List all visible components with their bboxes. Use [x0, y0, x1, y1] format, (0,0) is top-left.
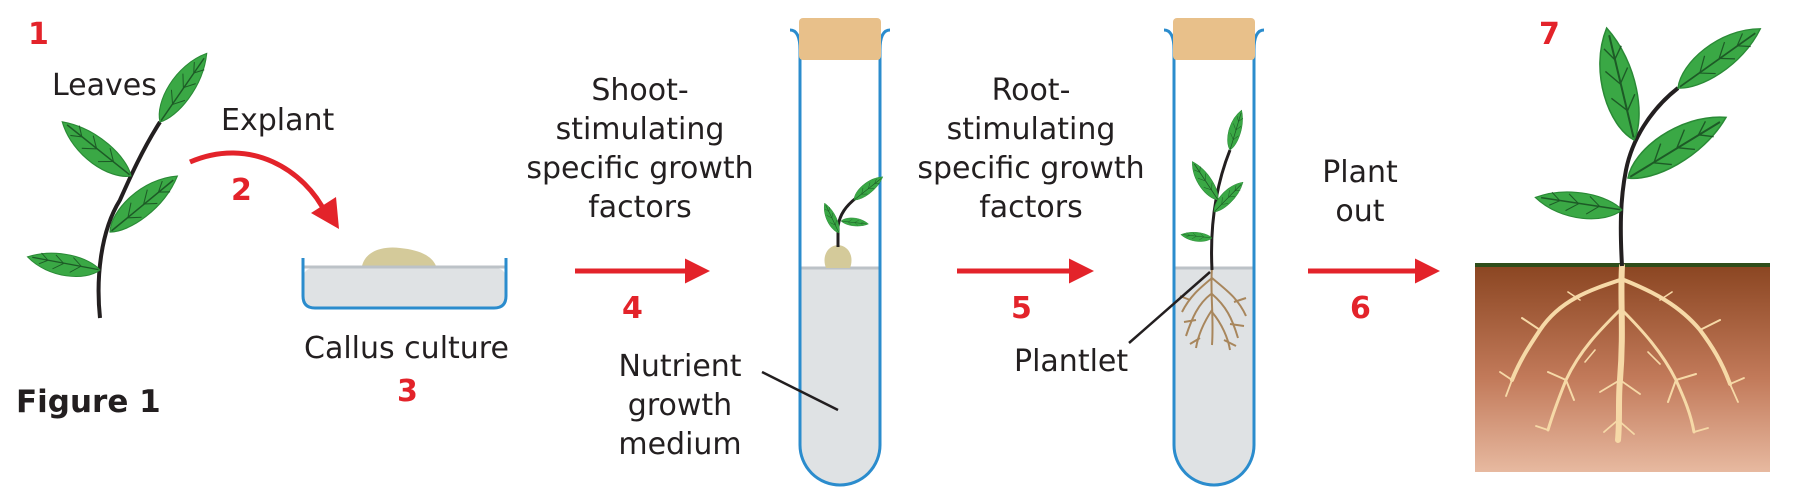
- plantlet-pointer-line: [1128, 271, 1211, 344]
- nutrient-medium-label: Nutrient growth medium: [590, 347, 770, 464]
- plant-out-line-2: out: [1335, 194, 1385, 229]
- step-number-4: 4: [622, 291, 643, 326]
- plantlet-roots: [1179, 267, 1247, 351]
- nutrient-pointer-line: [761, 370, 839, 412]
- plant-out-line-1: Plant: [1322, 155, 1398, 190]
- shoot-factors-line-4: factors: [588, 190, 692, 225]
- step-number-5: 5: [1011, 291, 1032, 326]
- shoot-factors-label: Shoot- stimulating specific growth facto…: [515, 71, 765, 227]
- shoot-factors-line-3: specific growth: [526, 151, 754, 186]
- shoot-factors-line-1: Shoot-: [591, 73, 689, 108]
- root-factors-line-4: factors: [979, 190, 1083, 225]
- root-factors-line-1: Root-: [991, 73, 1071, 108]
- plant-out-label: Plant out: [1310, 153, 1410, 231]
- nutrient-medium-line-1: Nutrient: [618, 349, 742, 384]
- nutrient-medium-line-3: medium: [618, 427, 742, 462]
- plantlet-label: Plantlet: [1014, 344, 1129, 379]
- explant-arrow: [189, 150, 339, 229]
- leaves-label: Leaves: [52, 68, 157, 103]
- root-factors-line-3: specific growth: [917, 151, 1145, 186]
- callus-culture-label: Callus culture: [304, 331, 509, 366]
- shoot-factors-line-2: stimulating: [555, 112, 725, 147]
- step-number-2: 2: [231, 173, 252, 208]
- step-number-3: 3: [397, 374, 418, 409]
- explant-label: Explant: [221, 103, 335, 138]
- mature-plant-roots: [1499, 263, 1745, 443]
- nutrient-medium-line-2: growth: [627, 388, 733, 423]
- test-tube-shoot: [789, 18, 891, 487]
- root-factors-line-2: stimulating: [946, 112, 1116, 147]
- step-number-1: 1: [28, 17, 49, 52]
- test-tube-root: [1163, 18, 1265, 487]
- mature-plant-shoot: [1532, 16, 1770, 267]
- root-factors-label: Root- stimulating specific growth factor…: [906, 71, 1156, 227]
- figure-label: Figure 1: [16, 384, 161, 420]
- petri-dish: [301, 247, 508, 310]
- leaves-sprig: [24, 46, 219, 319]
- step-number-6: 6: [1350, 291, 1371, 326]
- step-number-7: 7: [1539, 17, 1560, 52]
